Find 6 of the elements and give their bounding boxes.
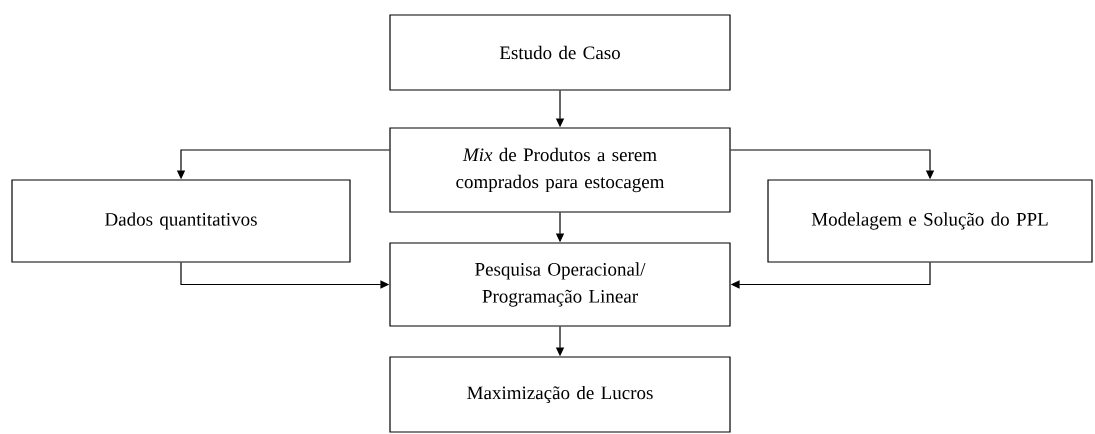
process-box: Mix de Produtos a serem comprados para estocagem: [389, 127, 731, 213]
process-box: Pesquisa Operacional/ Programação Linear: [389, 242, 731, 327]
process-box: Maximização de Lucros: [389, 356, 731, 433]
process-box: Modelagem e Solução do PPL: [767, 179, 1093, 263]
process-box: Dados quantitativos: [11, 179, 351, 263]
process-box: Estudo de Caso: [389, 14, 731, 91]
